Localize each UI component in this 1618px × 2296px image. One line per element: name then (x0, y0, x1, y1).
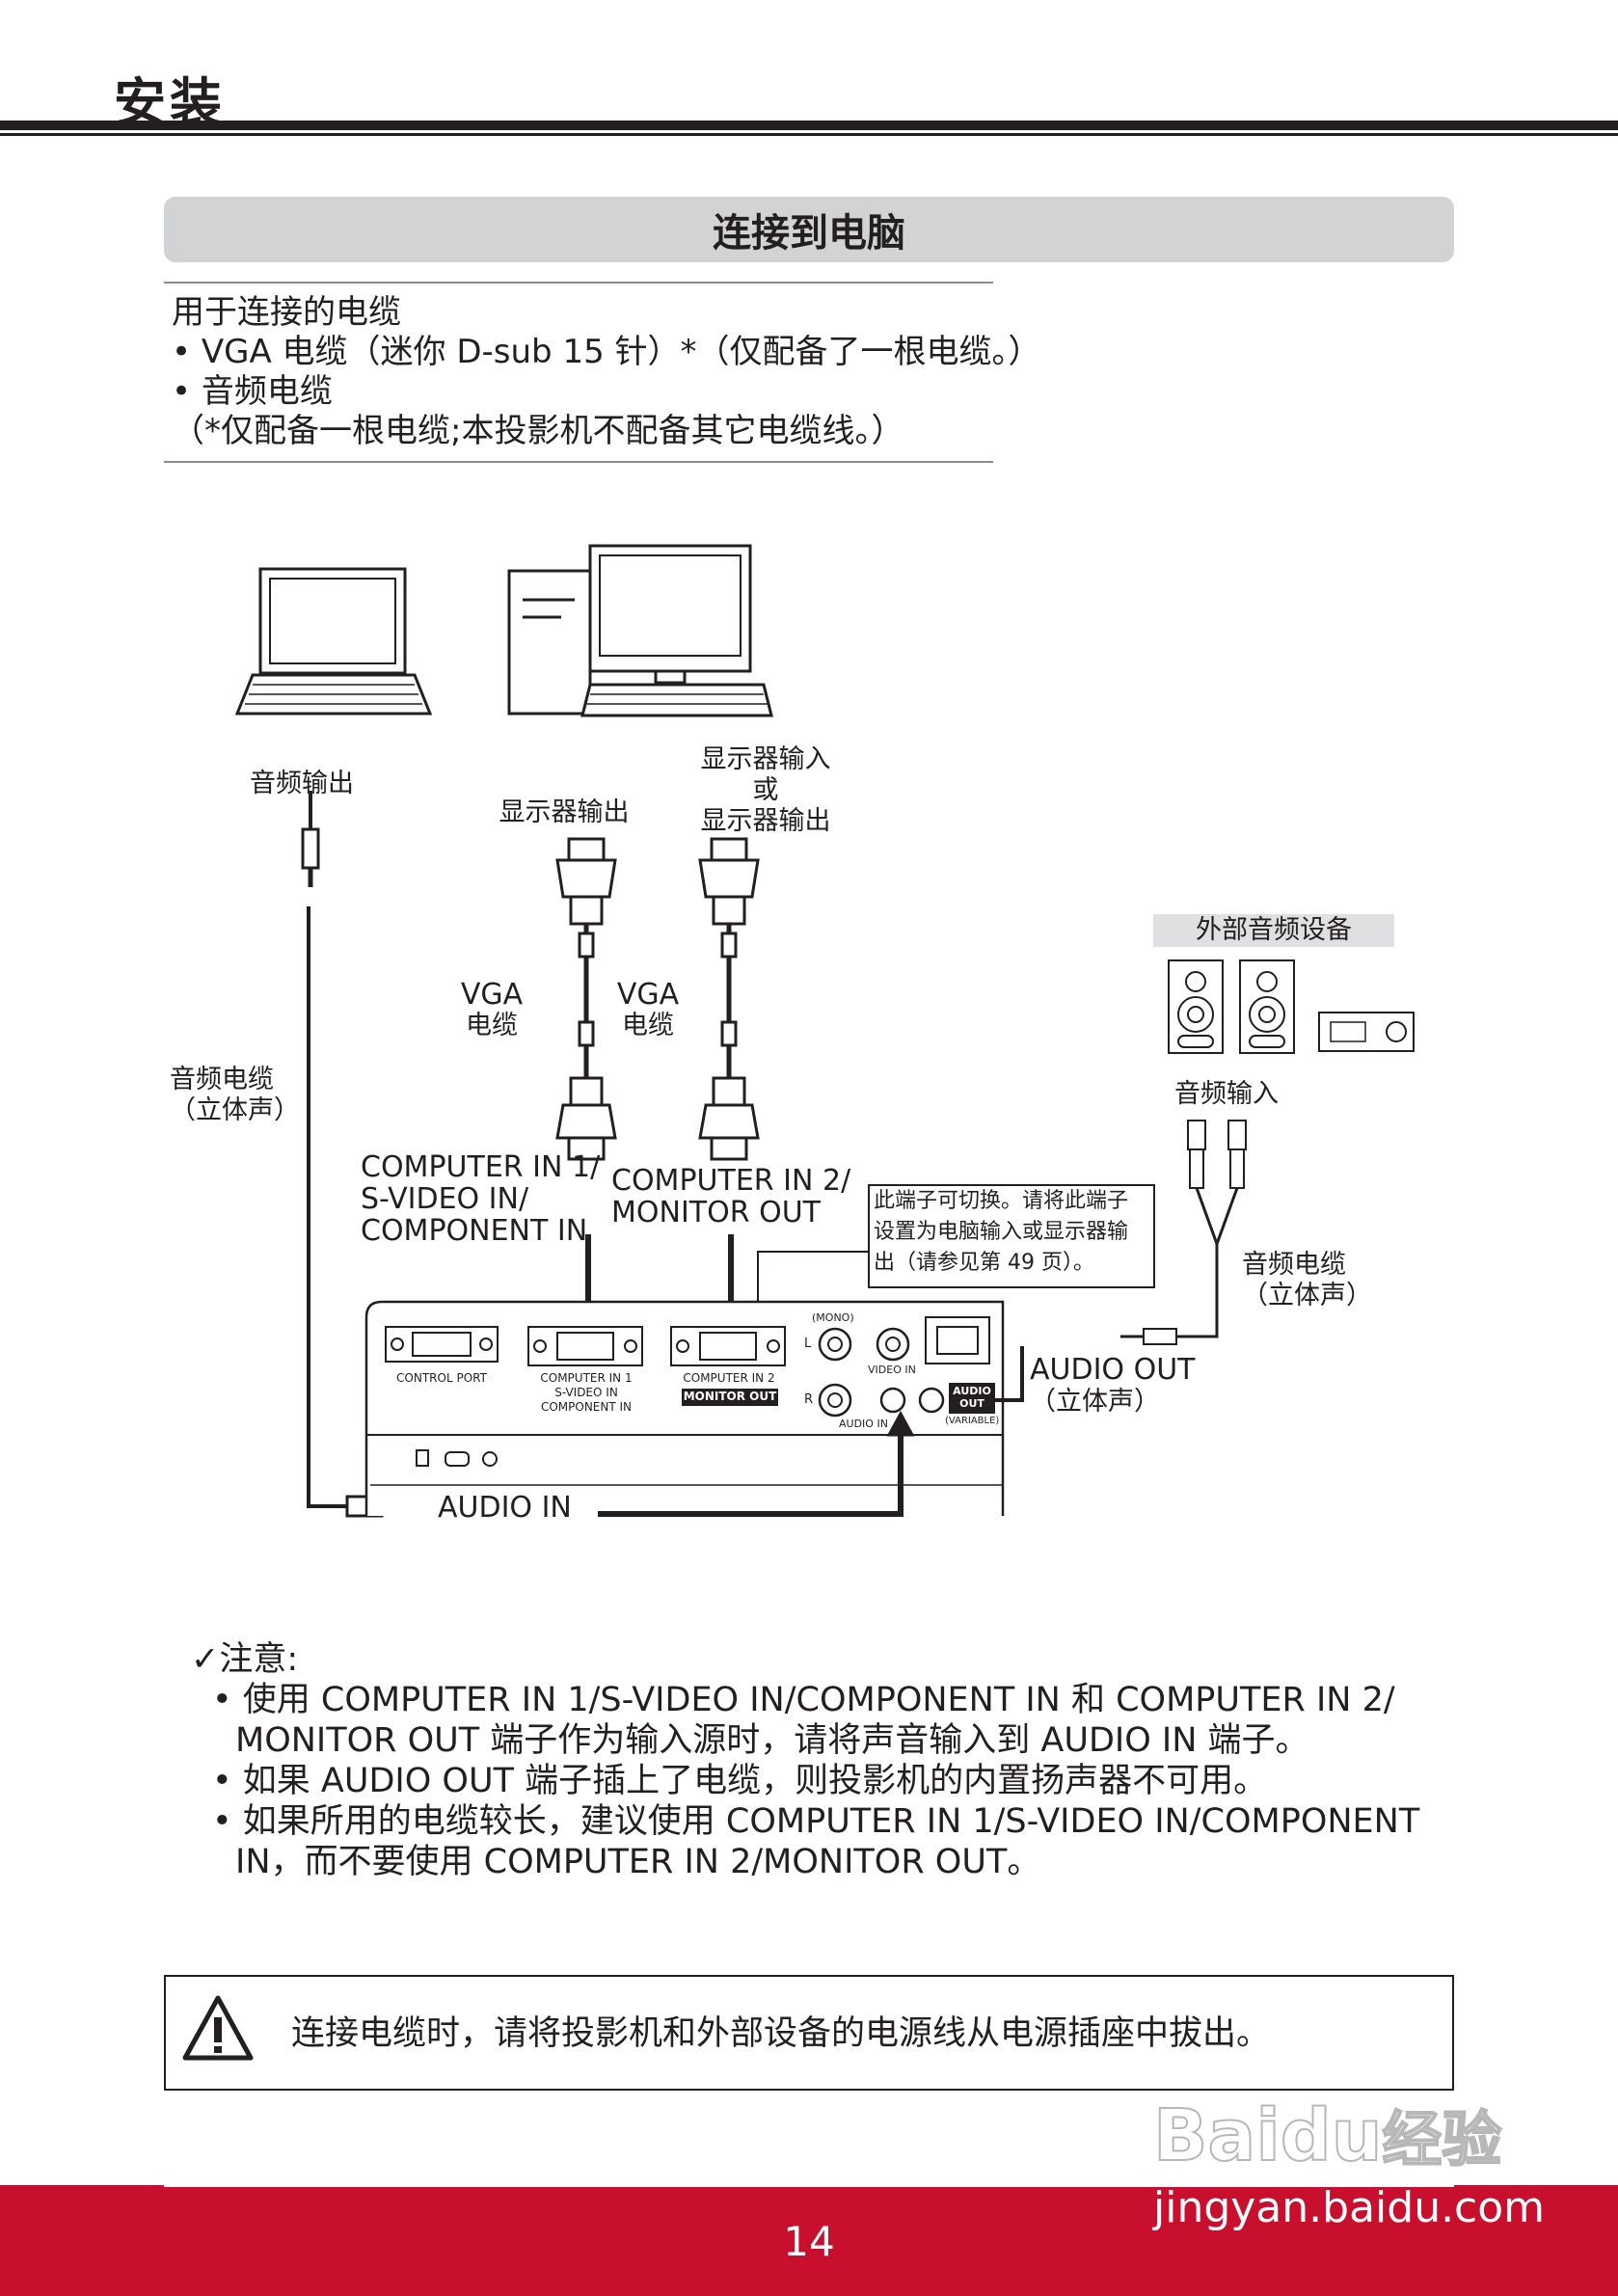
rca-plug-icon (1187, 1120, 1247, 1189)
audio-out-badge (949, 1383, 995, 1414)
note-item: • 如果所用的电缆较长，建议使用 COMPUTER IN 1/S-VIDEO I… (212, 1802, 1420, 1841)
external-audio-label-bg (1153, 914, 1394, 947)
monitor-in-or-out-label: 显示器输入 或 显示器输出 (700, 744, 831, 836)
panel-control-port-label: CONTROL PORT (396, 1371, 487, 1385)
divider-bottom (164, 461, 993, 463)
audio-input-label: 音频输入 (1174, 1079, 1279, 1109)
panel-computer-in-2-label: COMPUTER IN 2 (683, 1371, 775, 1385)
warning-icon (182, 1995, 254, 2061)
vga-cable-1-icon (555, 837, 617, 1161)
vga-cable-2-label: VGA 电缆 (616, 978, 680, 1041)
panel-r-label: R (804, 1392, 814, 1407)
warning-box (164, 1975, 1454, 2091)
note-item-cont: IN，而不要使用 COMPUTER IN 2/MONITOR OUT。 (235, 1843, 1041, 1881)
section-title: 连接到电脑 (164, 197, 1454, 262)
panel-monitor-out-label: MONITOR OUT (683, 1390, 777, 1403)
audio-cable-left-label: 音频电缆 （立体声） (170, 1065, 300, 1125)
cables-heading: 用于连接的电缆 (172, 293, 401, 332)
laptop-icon (234, 567, 433, 716)
external-audio-label: 外部音频设备 (1196, 915, 1352, 945)
audio-cable-right-label: 音频电缆 （立体声） (1242, 1250, 1372, 1310)
panel-computer-in-1-label: COMPUTER IN 1 S-VIDEO IN COMPONENT IN (540, 1371, 633, 1414)
desktop-computer-icon (507, 544, 773, 717)
panel-variable-label: (VARIABLE) (945, 1416, 1000, 1426)
divider-top (164, 282, 993, 284)
cables-block: 用于连接的电缆 • VGA 电缆（迷你 D-sub 15 针）*（仅配备了一根电… (172, 293, 1041, 451)
vga-cable-1-label: VGA 电缆 (460, 978, 524, 1041)
monitor-out-badge (682, 1389, 778, 1406)
amplifier-icon (1318, 1012, 1415, 1052)
audio-in-label: AUDIO IN (438, 1491, 572, 1525)
switch-note-text: 此端子可切换。请将此端子 设置为电脑输入或显示器输 出（请参见第 49 页）。 (874, 1189, 1129, 1275)
cables-item: • 音频电缆 (172, 372, 333, 411)
audio-out-label: AUDIO OUT （立体声） (1030, 1353, 1196, 1417)
projector-panel (364, 1300, 1005, 1516)
audio-out-plug-icon (1120, 1328, 1177, 1345)
header-rule-thick (0, 121, 1618, 130)
note-item-cont: MONITOR OUT 端子作为输入源时，请将声音输入到 AUDIO IN 端子… (235, 1721, 1309, 1760)
footer-rule (164, 2185, 1454, 2187)
note-item: • 如果 AUDIO OUT 端子插上了电缆，则投影机的内置扬声器不可用。 (212, 1762, 1268, 1800)
page-number: 14 (783, 2218, 835, 2265)
panel-mono-label: (MONO) (812, 1311, 854, 1324)
vga-cable-2-icon (698, 837, 760, 1161)
panel-audio-out-label: AUDIO OUT (953, 1385, 991, 1410)
switch-note-box (868, 1184, 1155, 1288)
monitor-output-label: 显示器输出 (499, 797, 630, 827)
panel-video-in-label: VIDEO IN (868, 1364, 916, 1376)
watermark-url: jingyan.baidu.com (1153, 2183, 1546, 2232)
panel-audio-in-label: AUDIO IN (839, 1418, 888, 1430)
footer-bar (0, 2185, 1618, 2296)
header-rule-thin (0, 133, 1618, 136)
cables-item: （*仅配备一根电缆;本投影机不配备其它电缆线。） (172, 412, 904, 450)
cables-item: • VGA 电缆（迷你 D-sub 15 针）*（仅配备了一根电缆。） (172, 333, 1041, 371)
speaker-icon (1239, 959, 1295, 1054)
audio-output-label: 音频输出 (250, 769, 354, 798)
connection-diagram (234, 544, 1415, 1518)
computer-in-2-label: COMPUTER IN 2/ MONITOR OUT (611, 1164, 851, 1229)
watermark-logo: Baidu经验 (1152, 2093, 1502, 2178)
speaker-icon (1168, 959, 1224, 1054)
note-item: • 使用 COMPUTER IN 1/S-VIDEO IN/COMPONENT … (212, 1681, 1395, 1719)
laptop-audio-plug-icon (301, 791, 320, 887)
computer-in-1-label: COMPUTER IN 1/ S-VIDEO IN/ COMPONENT IN (361, 1150, 601, 1248)
notes-block: ✓注意: • 使用 COMPUTER IN 1/S-VIDEO IN/COMPO… (191, 1639, 1419, 1882)
notes-heading: ✓注意: (191, 1640, 299, 1679)
panel-l-label: L (804, 1337, 812, 1351)
warning-text: 连接电缆时，请将投影机和外部设备的电源线从电源插座中拔出。 (291, 2014, 1271, 2053)
